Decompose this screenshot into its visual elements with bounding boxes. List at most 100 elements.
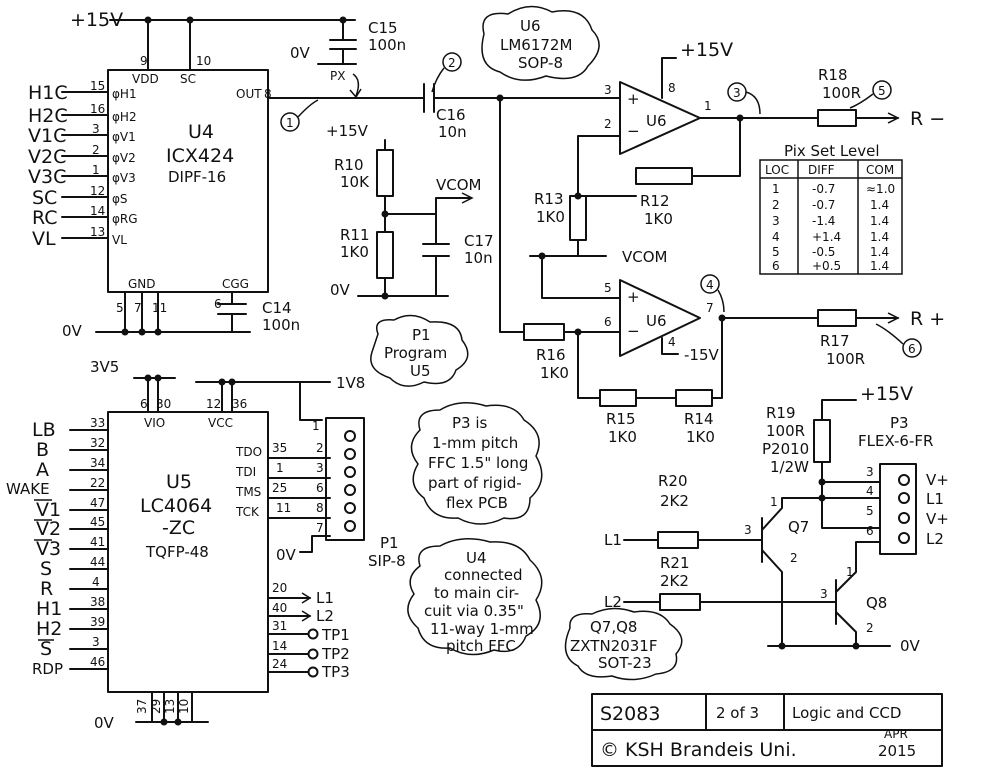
r21-ref: R21 (660, 554, 690, 572)
note-text: P1 (412, 326, 431, 344)
output-r-plus: R + (910, 308, 945, 330)
p3-ref: P3 (890, 414, 909, 432)
wire (577, 317, 723, 399)
p15-label: +15V (326, 122, 369, 140)
pin-num: 14 (90, 204, 105, 218)
doc-number: S2083 (600, 703, 660, 725)
net-tp1: TP1 (321, 626, 350, 644)
junction (852, 642, 860, 650)
pin-num: 46 (90, 655, 105, 669)
c17-value: 10n (464, 249, 493, 267)
pin-num: 32 (90, 436, 105, 450)
q-l2-label: L2 (604, 593, 622, 611)
table-cell: +0.5 (812, 259, 841, 273)
table-frame (759, 159, 903, 275)
u4-out-label: OUT (236, 87, 262, 101)
p1-type: SIP-8 (368, 552, 406, 570)
c15-capacitor: C15 100n 0V PX (290, 19, 406, 99)
probe-2-label: 2 (448, 56, 456, 70)
u6a-opamp: + − U6 3 2 1 8 +15V R12 1K0 R13 1K0 VCOM (529, 39, 744, 266)
note-text: LM6172M (500, 36, 572, 54)
pin-num: 4 (92, 575, 100, 589)
u4-ground: 5 7 11 6 0V C14 100n (62, 291, 300, 340)
pin-num: 1 (276, 461, 284, 475)
net-sc: SC (32, 187, 57, 209)
r20-value: 2K2 (660, 492, 689, 510)
pin-num: 2 (604, 117, 612, 131)
r10-value: 10K (340, 173, 370, 191)
pin-num: 3 (92, 635, 100, 649)
u5-right-pins: 20 40 31 14 24 L1 L2 TP1 TP2 TP3 (267, 581, 350, 681)
p1-pin-num: 3 (316, 461, 324, 475)
net-vl: VL (32, 228, 56, 250)
out-arrow (301, 592, 312, 622)
pin-num: 1 (704, 99, 712, 113)
p1-pin-num: 8 (316, 501, 324, 515)
pin-num: 5 (116, 301, 124, 315)
u6a-plus: + (627, 90, 640, 108)
pin-num: 7 (134, 301, 142, 315)
q7-transistor: R20 2K2 L1 3 1 2 Q7 (604, 472, 881, 647)
net-v3c: V3C (28, 166, 66, 188)
pin-num: 39 (90, 615, 105, 629)
wire (267, 457, 331, 519)
pin-num: 3 (604, 83, 612, 97)
p3-pin-num: 3 (866, 465, 874, 479)
q8-c: 1 (846, 565, 854, 579)
pin-num: 37 (135, 699, 149, 714)
pin-num: 6 (604, 315, 612, 329)
table-cell: 1.4 (870, 245, 889, 259)
q8-ref: Q8 (866, 594, 887, 612)
ccd-output-path: C16 10n 1 2 (267, 52, 621, 141)
out-arrow (887, 112, 900, 124)
pin-num: 10 (177, 699, 191, 714)
note-cloud (407, 538, 543, 656)
supply-label: +15V (70, 9, 123, 31)
pin-num: 16 (90, 102, 105, 116)
p3-pin-num: 5 (866, 504, 874, 518)
zero-volt-label: 0V (276, 546, 297, 564)
u5-left-pins: LB 33 B 32 A 34 WAKE 22 V1 47 V2 45 V3 4… (6, 416, 109, 678)
probe-arrow (875, 323, 904, 345)
note-text: 1-mm pitch (432, 434, 518, 452)
p1-ref: P1 (380, 534, 399, 552)
probe-arrow (297, 99, 319, 118)
author: © KSH Brandeis Uni. (600, 739, 797, 761)
probe-3-label: 3 (733, 86, 741, 100)
pin-name: φS (112, 192, 128, 206)
r19-body (813, 419, 831, 463)
probe-arrow (849, 93, 874, 109)
note-cloud (564, 607, 683, 681)
table-cell: 6 (772, 259, 780, 273)
note-text: part of rigid- (428, 474, 522, 492)
wire (69, 429, 109, 670)
u6b-opamp: + − U6 5 6 7 4 -15V R16 1K0 R15 1K0 R14 … (499, 97, 726, 446)
r12-body (635, 167, 693, 185)
overbar (34, 499, 54, 641)
q7-symbol (761, 497, 881, 647)
table-row: 3 -1.4 1.4 (772, 214, 889, 228)
u5-package: TQFP-48 (145, 543, 209, 561)
r-plus-output: R17 100R R + 6 (721, 308, 945, 368)
pin-num: 14 (272, 639, 287, 653)
u4-ccd-chip: 9 10 VDD SC OUT 8 U4 ICX424 DIPF-16 GND … (107, 54, 272, 293)
r17-ref: R17 (820, 332, 850, 350)
pin-num: 20 (272, 581, 287, 595)
probe-5 (872, 80, 892, 100)
p1-pin-7: 7 (316, 521, 324, 535)
p1-pin-num: 2 (316, 441, 324, 455)
q7-c: 1 (770, 495, 778, 509)
pin-num: 36 (232, 397, 247, 411)
p3-net: L2 (926, 530, 944, 548)
r14-body (675, 389, 713, 407)
probe-2 (442, 52, 462, 72)
pin-num: 11 (152, 301, 167, 315)
junction (138, 328, 146, 336)
net-h2: H2 (36, 618, 62, 640)
net-s-bar: S (40, 638, 52, 660)
r19-power: 1/2W (770, 458, 809, 476)
wire (499, 97, 621, 333)
net-rdp: RDP (32, 660, 63, 678)
tp3-circle (307, 666, 319, 678)
r16-body (523, 323, 565, 341)
